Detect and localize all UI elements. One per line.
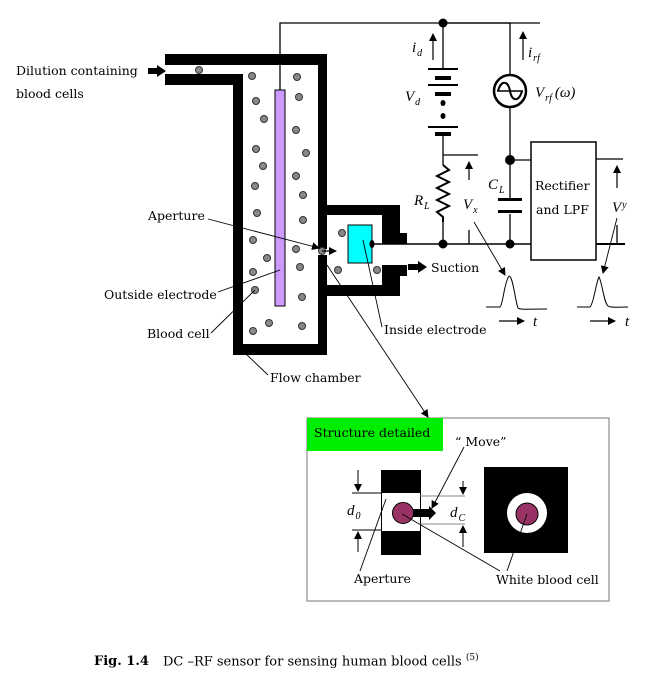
- blood-cell-icon: [373, 266, 381, 274]
- rf-source-icon: [492, 73, 528, 109]
- lpf-label: and LPF: [536, 202, 589, 217]
- blood-cells: [195, 66, 381, 335]
- blood-cell-icon: [292, 126, 300, 134]
- capacitor-icon: [498, 198, 522, 213]
- figure-number: Fig. 1.4: [94, 654, 149, 670]
- current-irf-symbol: irf: [528, 45, 541, 64]
- circuit-wires: [279, 22, 625, 245]
- blood-cell-icon: [292, 172, 300, 180]
- rectifier-label: Rectifier: [535, 178, 590, 193]
- blood-cell-icon: [251, 182, 259, 190]
- detail-header: [307, 418, 443, 451]
- dc-symbol: dC: [450, 505, 466, 524]
- capacitor-cl-symbol: CL: [488, 177, 505, 196]
- voltage-vy-symbol: Vy: [612, 200, 627, 216]
- time-t-symbol: t: [625, 314, 630, 330]
- detail-title: Structure detailed: [314, 425, 430, 440]
- d0-symbol: d0: [347, 503, 361, 522]
- detail-aperture-label: Aperture: [353, 571, 411, 586]
- blood-cell-icon: [252, 97, 260, 105]
- voltage-vd-symbol: Vd: [405, 89, 421, 108]
- dilution-label-2: blood cells: [16, 86, 84, 101]
- outside-electrode: [274, 89, 286, 307]
- blood-cell-icon: [259, 162, 267, 170]
- white-blood-cell-icon: [392, 502, 414, 524]
- voltage-vrf-symbol: Vrf(ω): [535, 85, 575, 104]
- flow-chamber-label: Flow chamber: [270, 370, 361, 385]
- circuit-nodes: [369, 18, 515, 249]
- white-blood-cell-label: White blood cell: [496, 572, 599, 587]
- aperture-label: Aperture: [147, 208, 205, 223]
- blood-cell-icon: [249, 327, 257, 335]
- caption-text: DC –RF sensor for sensing human blood ce…: [162, 654, 462, 670]
- rectifier-lpf-block: [530, 141, 597, 261]
- inside-electrode-label: Inside electrode: [384, 322, 487, 337]
- blood-cell-icon: [265, 319, 273, 327]
- vx-pulse-waveform: [486, 275, 548, 310]
- blood-cell-label: Blood cell: [147, 326, 210, 341]
- inside-electrode: [347, 224, 373, 264]
- blood-cell-icon: [292, 245, 300, 253]
- blood-cell-icon: [248, 72, 256, 80]
- voltage-vx-symbol: Vx: [463, 197, 478, 216]
- resistor-icon: [434, 164, 452, 222]
- blood-cell-icon: [253, 209, 261, 217]
- figure-caption: Fig. 1.4 DC –RF sensor for sensing human …: [94, 653, 479, 669]
- leader-lines: [207, 217, 618, 418]
- blood-cell-icon: [296, 263, 304, 271]
- dc-battery-icon: [428, 68, 458, 136]
- blood-cell-icon: [298, 322, 306, 330]
- blood-cell-icon: [302, 149, 310, 157]
- blood-cell-icon: [249, 236, 257, 244]
- blood-cell-icon: [338, 229, 346, 237]
- caption-reference: (5): [465, 653, 479, 663]
- inlet-arrow-icon: [148, 65, 166, 77]
- flow-chamber: [165, 54, 327, 355]
- blood-cell-icon: [195, 66, 203, 74]
- blood-cell-icon: [293, 73, 301, 81]
- structure-detail-panel: Structure detailed d0 dC: [306, 417, 610, 602]
- resistor-rl-symbol: RL: [413, 193, 430, 212]
- vy-pulse-waveform: [577, 276, 629, 308]
- inner-chamber: [318, 205, 407, 296]
- blood-cell-icon: [299, 216, 307, 224]
- blood-cell-icon: [334, 266, 342, 274]
- blood-cell-icon: [295, 93, 303, 101]
- blood-cell-icon: [299, 191, 307, 199]
- current-id-symbol: id: [412, 40, 423, 59]
- blood-cell-icon: [260, 115, 268, 123]
- suction-label: Suction: [431, 260, 479, 275]
- outside-electrode-label: Outside electrode: [104, 287, 217, 302]
- blood-cell-icon: [263, 254, 271, 262]
- blood-cell-icon: [252, 145, 260, 153]
- blood-cell-icon: [298, 293, 306, 301]
- suction-arrow-icon: [408, 261, 427, 273]
- dilution-label: Dilution containing: [16, 63, 138, 78]
- blood-cell-icon: [249, 268, 257, 276]
- time-t-symbol: t: [533, 314, 538, 330]
- move-label: “ Move”: [455, 434, 507, 449]
